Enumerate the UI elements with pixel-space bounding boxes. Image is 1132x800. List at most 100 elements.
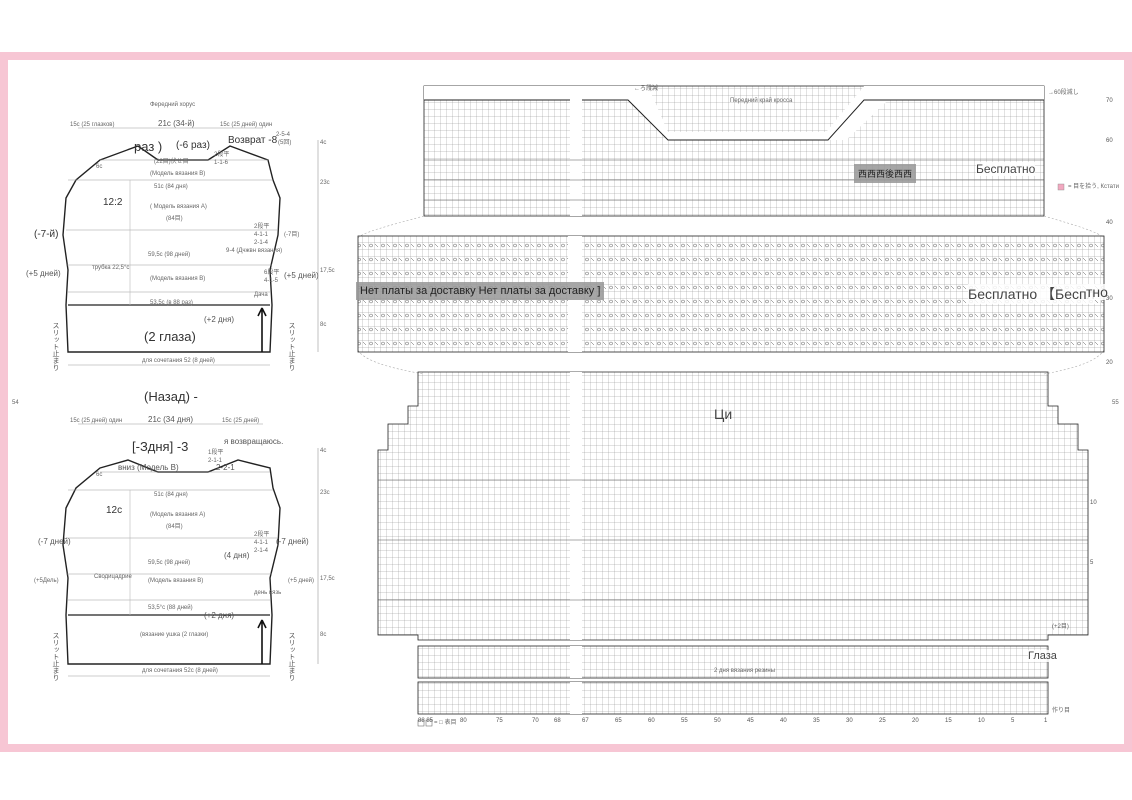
col-mark: 80 xyxy=(460,718,467,724)
col-mark: 40 xyxy=(780,718,787,724)
chart-rib-label: 2 дня вязания резины xyxy=(714,668,776,674)
col-mark: 20 xyxy=(912,718,919,724)
col-mark: 10 xyxy=(978,718,985,724)
front-model-b: (Модель вязания B) xyxy=(150,171,206,177)
col-mark: 35 xyxy=(813,718,820,724)
front-step-a: 2段平 xyxy=(214,152,230,158)
chart-banner-cn: 西西西後西西 xyxy=(854,164,917,183)
chart-free-3: тно xyxy=(1086,284,1108,300)
knitting-chart-svg xyxy=(357,85,1105,727)
chart-block-top xyxy=(423,85,1045,217)
row-mark: 10 xyxy=(1090,500,1097,506)
front-two-eyes: (2 глаза) xyxy=(144,329,196,344)
row-mark: 70 xyxy=(1106,98,1113,104)
back-title: (Назад) - xyxy=(144,389,198,404)
back-row1: 1段平 xyxy=(208,450,224,456)
back-c88: 53,5°с (88 дней) xyxy=(148,605,193,611)
front-step3: 4-1-1 xyxy=(254,232,269,238)
front-minus7r: (-7目) xyxy=(284,232,300,238)
col-mark: 55 xyxy=(681,718,688,724)
back-r4: 4с xyxy=(320,448,327,454)
front-rows-paren: (5回) xyxy=(278,140,292,146)
front-step-b: 1-1-6 xyxy=(214,160,229,166)
back-slit-left: スリット止まり xyxy=(52,632,59,681)
front-rows-small: 2-5-4 xyxy=(276,132,291,138)
col-mark: 67 xyxy=(582,718,589,724)
col-mark: 25 xyxy=(879,718,886,724)
pink-frame: Фередний хорус 15с (25 глазков) 21с (34-… xyxy=(0,52,1132,752)
row-mark: 30 xyxy=(1106,296,1113,302)
front-model-b2: (Модель вязания B) xyxy=(150,276,206,282)
legend-white-box-2 xyxy=(425,719,433,727)
front-twelve: 12:2 xyxy=(103,197,123,208)
legend-white-box xyxy=(417,719,425,727)
back-plus2: (+2 дня) xyxy=(204,611,235,620)
chart-no-shipping: Нет платы за доставку Нет платы за доста… xyxy=(356,282,605,300)
back-row2: 2-1-1 xyxy=(208,458,223,464)
back-top-right: 15с (25 дней) xyxy=(222,418,260,424)
back-top-center: 21с (34 дня) xyxy=(148,415,193,424)
col-mark: 70 xyxy=(532,718,539,724)
back-down: вниз (Модель B) xyxy=(118,463,179,472)
front-step5: 6段平 xyxy=(264,270,280,276)
chart-free-1: Бесплатно xyxy=(976,162,1036,176)
front-model-a: ( Модель вязания A) xyxy=(150,204,207,210)
back-r8: 8с xyxy=(320,632,327,638)
front-r23: 23с xyxy=(320,180,330,186)
front-r8: 8с xyxy=(320,322,327,328)
front-plus5-right: (+5 дней) xyxy=(284,271,319,280)
front-c98: 59,5с (98 дней) xyxy=(148,252,191,258)
front-slit-left: スリット止まり xyxy=(52,322,59,371)
back-returning: я возвращаюсь. xyxy=(224,437,284,446)
back-step4: 2-1-4 xyxy=(254,548,269,554)
back-plus5-right: (+5 дней) xyxy=(288,578,315,584)
front-minus7: (-7-й) xyxy=(34,229,59,240)
row-mark: 5 xyxy=(1090,560,1094,566)
back-three: [-Здня] -3 xyxy=(132,439,189,454)
front-c84b: (84目) xyxy=(166,216,183,222)
back-down-rows: 2-2-1 xyxy=(216,463,235,472)
back-model-b: (Модель вязания B) xyxy=(148,578,204,584)
chart-side-right: 55 xyxy=(1112,400,1119,406)
col-mark: 50 xyxy=(714,718,721,724)
back-arrow xyxy=(257,619,267,664)
front-top-center: 21с (34-й) xyxy=(158,119,195,128)
col-mark: 65 xyxy=(615,718,622,724)
front-step2: 2段平 xyxy=(254,224,270,230)
back-top-left: 15с (25 дней) один xyxy=(70,418,123,424)
back-c98: 59,5с (98 дней) xyxy=(148,560,191,566)
front-title: Фередний хорус xyxy=(150,102,196,108)
back-slit-right: スリット止まり xyxy=(288,632,295,681)
col-mark: 1 xyxy=(1044,718,1048,724)
back-c84: 51с (84 дня) xyxy=(154,492,188,498)
back-four: (4 дня) xyxy=(224,551,250,560)
chart-block-rib-2 xyxy=(417,681,1049,715)
back-r17: 17,5с xyxy=(320,576,335,582)
front-c88: 53,5с (в 88 раз) xyxy=(150,300,193,306)
col-mark: 75 xyxy=(496,718,503,724)
front-six-c: 6с xyxy=(96,164,103,170)
back-r23: 23с xyxy=(320,490,330,496)
back-six-c: 6с xyxy=(96,472,103,478)
back-bottom: для сочетания 52с (8 дней) xyxy=(142,668,218,674)
chart-free-2: Бесплатно 【Беспл xyxy=(968,284,1095,304)
chart-glaza: Глаза xyxy=(1028,650,1057,662)
front-step6: 4-1-5 xyxy=(264,278,279,284)
front-bottom: для сочетания 52 (8 дней) xyxy=(142,358,215,364)
front-top-left: 15с (25 глазков) xyxy=(70,122,115,128)
back-center: Сводицадрие xyxy=(94,574,132,580)
back-bottom-rows: (вязание ушка (2 глазки) xyxy=(140,632,209,638)
front-raz: раз ) xyxy=(134,139,163,154)
back-day-in: день вязь xyxy=(254,590,282,596)
back-model-a: (Модель вязания A) xyxy=(150,512,206,518)
back-minus7-right: (-7 дней) xyxy=(276,537,309,546)
chart-legend-bottom: = □ 表目 xyxy=(434,720,457,726)
schematic-svg xyxy=(62,127,319,677)
back-step2: 2段平 xyxy=(254,532,270,538)
chart-right-num-2: 作り目 xyxy=(1052,708,1071,714)
legend-pink-box xyxy=(1057,183,1065,191)
back-twelve: 12с xyxy=(106,505,123,516)
col-mark: 88 85 xyxy=(418,718,434,724)
chart-right-num-1: (+2目) xyxy=(1052,624,1069,630)
front-top-right: 15с (25 дней) один xyxy=(220,122,273,128)
